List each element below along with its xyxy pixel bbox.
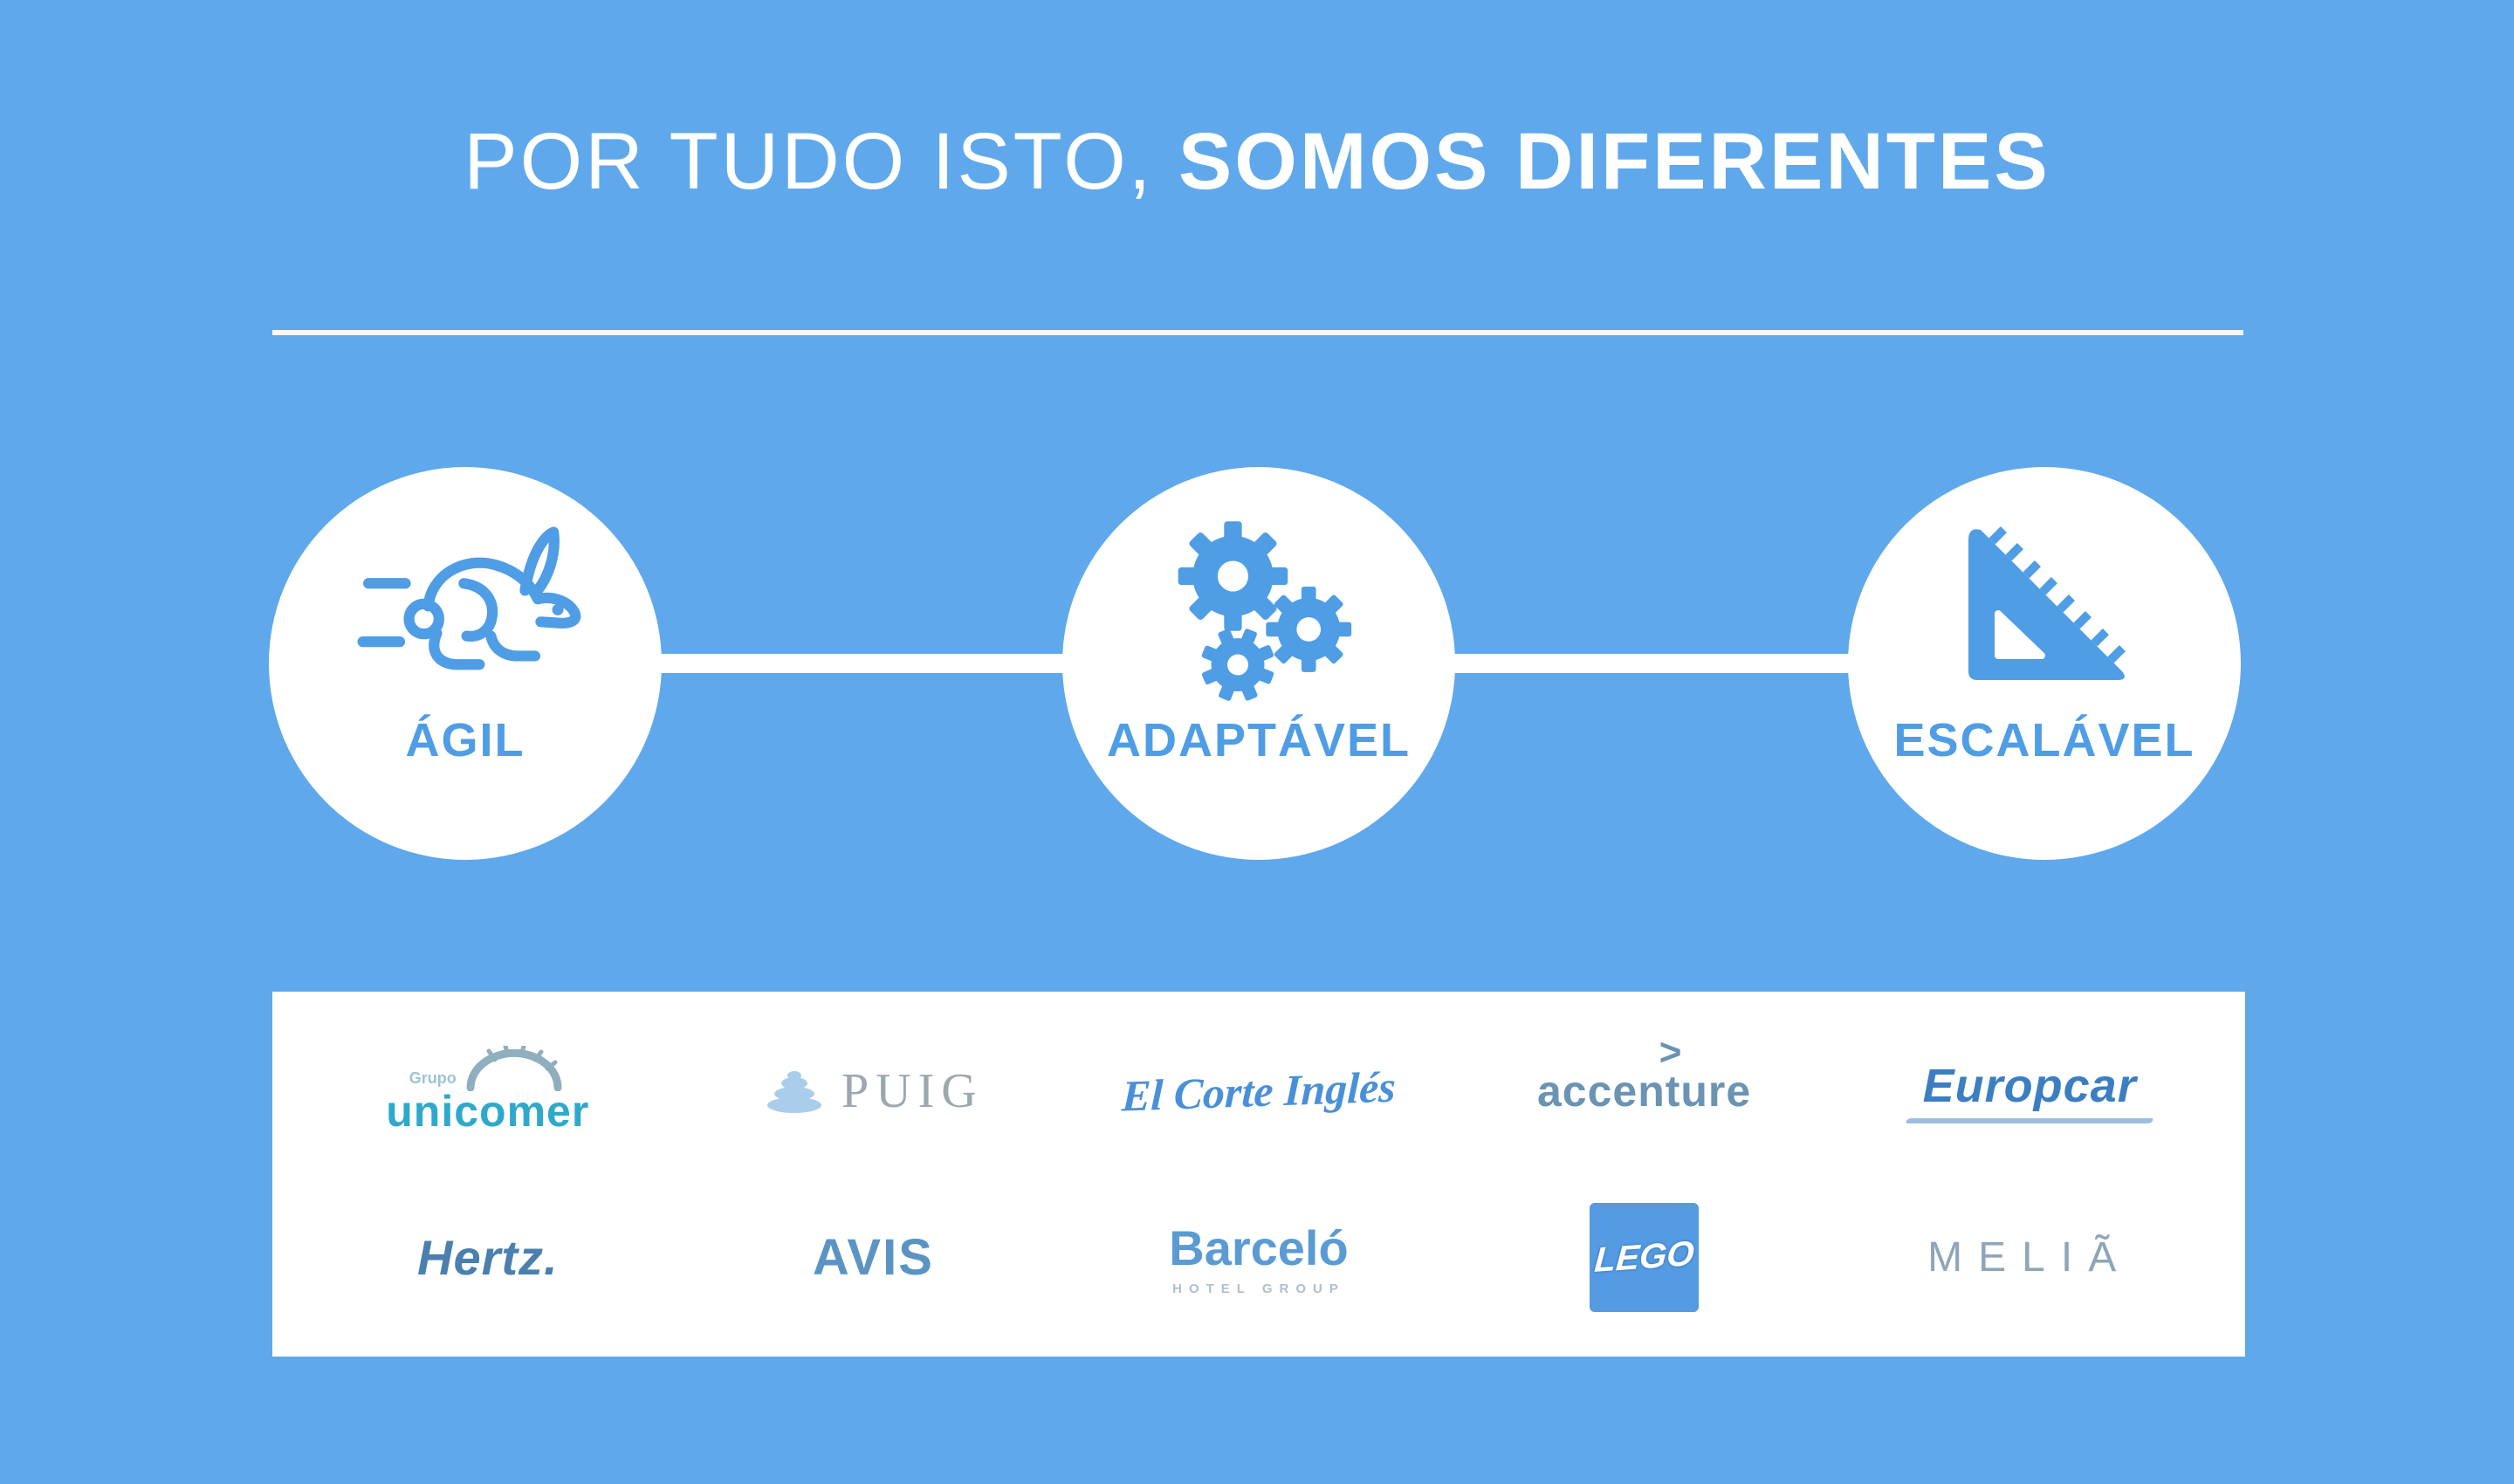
feature-label-escalavel: ESCALÁVEL — [1893, 714, 2195, 766]
logo-avis: AVIS — [813, 1228, 934, 1287]
rabbit-icon — [343, 512, 587, 703]
europcar-underline — [1905, 1117, 2154, 1123]
barcelo-subtitle: HOTEL GROUP — [1172, 1281, 1345, 1296]
logo-barcelo: Barceló HOTEL GROUP — [1169, 1219, 1348, 1296]
accenture-wordmark: accenture — [1536, 1066, 1752, 1116]
puig-tree-icon — [767, 1070, 822, 1113]
page-title: POR TUDO ISTO, SOMOS DIFERENTES — [0, 112, 2514, 212]
logo-el-corte-ingles: El Corte Inglés — [1121, 1061, 1397, 1120]
logo-unicomer: Grupo unicomer — [386, 1045, 590, 1137]
set-square-icon — [1944, 512, 2145, 703]
feature-circle-adaptavel: ADAPTÁVEL — [1062, 467, 1455, 860]
el-corte-ingles-wordmark: El Corte Inglés — [1121, 1061, 1397, 1121]
accenture-chevron-icon: > — [1659, 1030, 1682, 1074]
melia-wordmark: MELIÃ — [1927, 1234, 2133, 1281]
logo-lego: LEGO — [1590, 1203, 1700, 1312]
lego-tile: LEGO — [1590, 1203, 1700, 1312]
unicomer-arch-icon — [466, 1045, 562, 1091]
avis-wordmark: AVIS — [812, 1229, 934, 1286]
logo-hertz: Hertz. — [417, 1229, 559, 1286]
gears-icon — [1154, 512, 1363, 703]
title-bold: SOMOS DIFERENTES — [1178, 117, 2050, 206]
title-divider — [272, 330, 2243, 335]
unicomer-wordmark: unicomer — [386, 1086, 590, 1136]
logo-melia: MELIÃ — [1927, 1233, 2132, 1281]
unicomer-grupo-text: Grupo — [409, 1068, 457, 1087]
title-light: POR TUDO ISTO, — [464, 117, 1178, 206]
feature-label-agil: ÁGIL — [405, 714, 525, 766]
clients-panel: Grupo unicomer — [272, 992, 2245, 1357]
logo-europcar: Europcar — [1905, 1059, 2154, 1123]
puig-wordmark: PUIG — [841, 1063, 984, 1118]
logo-accenture: > accenture — [1536, 1031, 1752, 1116]
feature-circle-escalavel: ESCALÁVEL — [1848, 467, 2241, 860]
feature-circle-agil: ÁGIL — [269, 467, 662, 860]
hertz-wordmark: Hertz. — [417, 1230, 559, 1285]
feature-label-adaptavel: ADAPTÁVEL — [1106, 714, 1411, 766]
logo-puig: PUIG — [763, 1063, 984, 1119]
barcelo-wordmark: Barceló — [1169, 1219, 1349, 1275]
lego-wordmark: LEGO — [1592, 1234, 1696, 1280]
europcar-wordmark: Europcar — [1922, 1059, 2137, 1112]
